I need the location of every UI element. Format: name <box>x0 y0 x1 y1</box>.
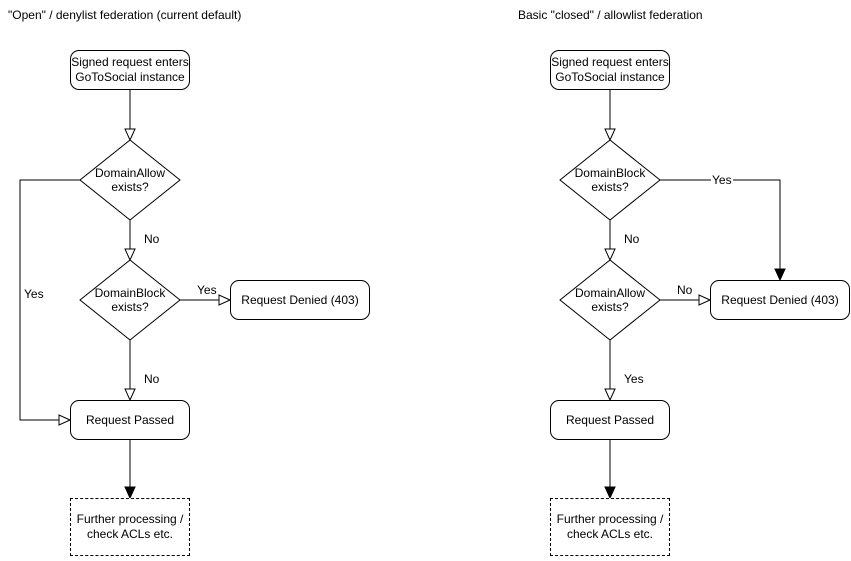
start-node: Signed request enters GoToSocial instanc… <box>550 50 670 90</box>
arrowhead-filled-icon <box>774 268 786 282</box>
edge-label-yes: Yes <box>23 287 45 301</box>
arrowhead-open-icon <box>604 248 616 262</box>
arrowhead-open-icon <box>58 414 72 426</box>
start-node: Signed request enters GoToSocial instanc… <box>70 50 190 90</box>
arrowhead-open-icon <box>218 294 232 306</box>
passed-node: Request Passed <box>70 400 190 440</box>
arrowhead-filled-icon <box>604 486 616 500</box>
decision-node-2-label: DomainAllow exists? <box>574 286 646 314</box>
edge-line <box>660 179 781 269</box>
flowchart-open-denylist-shapes <box>19 90 232 500</box>
edge-label-yes: Yes <box>623 372 645 386</box>
edge-label-no: No <box>143 372 161 386</box>
arrowhead-open-icon <box>604 128 616 142</box>
passed-node: Request Passed <box>550 400 670 440</box>
flowchart-closed-allowlist-shapes <box>559 90 786 500</box>
denied-node: Request Denied (403) <box>710 280 850 320</box>
edge-label-yes: Yes <box>711 173 733 187</box>
edge-label-no: No <box>623 232 641 246</box>
arrowhead-open-icon <box>124 388 136 402</box>
decision-node-1-label: DomainAllow exists? <box>94 166 166 194</box>
arrowhead-filled-icon <box>124 486 136 500</box>
decision-node-1-label: DomainBlock exists? <box>574 166 646 194</box>
edge-label-no: No <box>676 283 694 297</box>
arrowhead-open-icon <box>124 128 136 142</box>
further-processing-node: Further processing / check ACLs etc. <box>70 498 190 556</box>
edge-label-no: No <box>143 232 161 246</box>
chart-title: "Open" / denylist federation (current de… <box>8 8 242 22</box>
further-processing-node: Further processing / check ACLs etc. <box>550 498 670 556</box>
denied-node: Request Denied (403) <box>230 280 370 320</box>
arrowhead-open-icon <box>698 294 712 306</box>
edge-line <box>19 179 80 421</box>
arrowhead-open-icon <box>124 248 136 262</box>
edge-label-yes: Yes <box>196 283 218 297</box>
arrowhead-open-icon <box>604 388 616 402</box>
chart-title: Basic "closed" / allowlist federation <box>518 8 703 22</box>
decision-node-2-label: DomainBlock exists? <box>94 286 166 314</box>
